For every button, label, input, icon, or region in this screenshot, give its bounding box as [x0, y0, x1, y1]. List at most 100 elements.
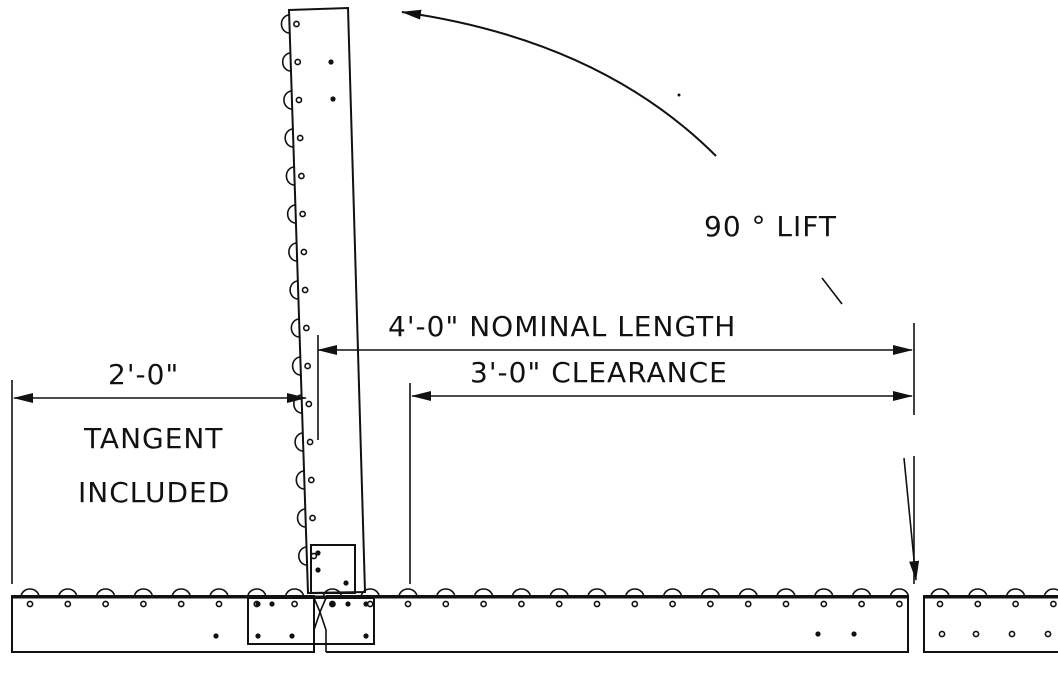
- roller: [738, 588, 758, 598]
- bolts-vertical: [315, 59, 349, 586]
- roller-axle: [896, 600, 903, 608]
- roller: [295, 470, 305, 490]
- roller: [473, 588, 494, 598]
- roller-axle: [305, 400, 313, 408]
- roller: [95, 588, 116, 598]
- roller-axle: [1012, 600, 1019, 608]
- bolt: [255, 601, 261, 607]
- bolt: [363, 633, 369, 639]
- bolt: [213, 633, 219, 639]
- roller-axle: [1050, 600, 1057, 608]
- roller: [776, 588, 796, 598]
- bolts-horizontal: [213, 601, 1052, 639]
- roller-axle: [293, 20, 300, 28]
- bolt-hole: [1044, 630, 1052, 638]
- roller: [285, 166, 295, 186]
- roller: [281, 52, 291, 72]
- roller: [930, 588, 950, 598]
- bolt: [345, 601, 351, 607]
- right-conveyor-frame: [923, 595, 1058, 653]
- roller: [133, 588, 154, 598]
- roller: [296, 508, 306, 528]
- roller-axle: [307, 476, 315, 484]
- bolt: [328, 59, 334, 65]
- roller-axle: [26, 600, 34, 608]
- lift-arc-arrow: [401, 9, 717, 157]
- lift-gate-frame: [287, 6, 367, 595]
- roller-axle: [304, 362, 312, 370]
- roller-axle: [480, 600, 487, 608]
- roller-axle: [309, 514, 316, 522]
- roller: [284, 128, 294, 148]
- roller-axle: [936, 600, 944, 608]
- nominal-length-label: 4'-0" NOMINAL LENGTH: [388, 310, 736, 343]
- roller: [814, 588, 834, 598]
- bolt: [289, 633, 295, 639]
- roller-axle: [302, 324, 310, 332]
- bolt: [330, 601, 336, 607]
- roller-axle: [858, 600, 865, 608]
- roller-axle: [215, 600, 223, 608]
- roller-axle: [593, 600, 601, 608]
- roller: [968, 588, 988, 598]
- roller-axle: [139, 600, 147, 608]
- roller: [280, 14, 290, 34]
- bolt: [851, 631, 857, 637]
- tangent-label-line2: INCLUDED: [78, 476, 230, 509]
- hinge-slit-2: [319, 597, 327, 652]
- bolt: [815, 631, 821, 637]
- roller: [889, 588, 910, 598]
- roller-axle: [707, 600, 714, 608]
- roller: [322, 588, 343, 598]
- roller-axle: [518, 600, 525, 608]
- hinge-plate: [247, 597, 375, 645]
- roller: [1005, 588, 1026, 598]
- roller-axle: [631, 600, 639, 608]
- roller: [1043, 588, 1058, 598]
- roller-axle: [782, 600, 790, 608]
- roller-axle: [744, 600, 752, 608]
- rollers-horizontal: [20, 588, 1058, 608]
- roller-axle: [299, 210, 307, 218]
- roller-axle: [301, 286, 309, 294]
- roller: [625, 588, 645, 598]
- roller: [587, 588, 607, 598]
- roller-axle: [555, 600, 563, 608]
- roller: [290, 318, 300, 338]
- roller: [288, 242, 297, 262]
- bolt: [343, 580, 349, 586]
- roller-axle: [310, 552, 318, 560]
- roller-axle: [294, 58, 302, 66]
- roller-axle: [64, 600, 72, 608]
- tangent-length-label: 2'-0": [108, 358, 179, 391]
- roller: [284, 588, 305, 598]
- lift-gate: [280, 6, 367, 595]
- roller: [20, 588, 40, 598]
- clearance-label: 3'-0" CLEARANCE: [470, 356, 728, 389]
- bolt: [315, 550, 321, 556]
- roller-axle: [820, 600, 828, 608]
- roller: [171, 588, 191, 598]
- roller-axle: [296, 134, 304, 142]
- roller: [297, 546, 307, 566]
- roller: [398, 588, 418, 598]
- lift-gate-base-plate: [310, 544, 356, 594]
- roller-axle: [291, 600, 298, 608]
- horizontal-conveyor: [11, 588, 1058, 653]
- roller: [700, 588, 721, 598]
- bolt-hole: [938, 630, 946, 638]
- roller-axle: [298, 172, 305, 180]
- bolt: [315, 567, 321, 573]
- roller-axle: [102, 600, 109, 608]
- roller-axle: [974, 600, 982, 608]
- roller-axle: [404, 600, 412, 608]
- tangent-label-line1: TANGENT: [83, 422, 223, 455]
- roller-axle: [295, 96, 303, 104]
- lift-angle-label: 90 ° LIFT: [704, 210, 837, 243]
- roller-axle: [300, 248, 308, 256]
- roller-axle: [442, 600, 450, 608]
- bolt: [330, 96, 336, 102]
- bolt: [363, 601, 369, 607]
